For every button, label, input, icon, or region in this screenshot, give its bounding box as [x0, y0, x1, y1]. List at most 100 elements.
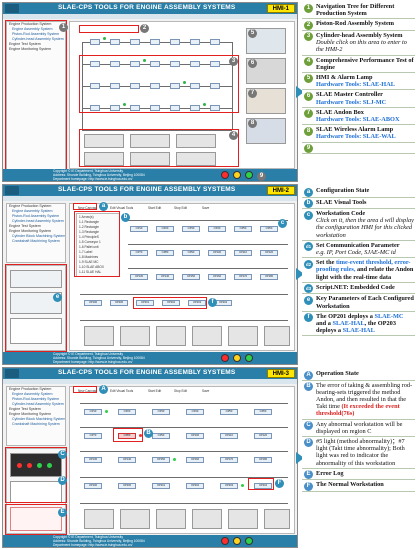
- station[interactable]: OP60: [254, 409, 272, 415]
- tree-node[interactable]: Cylinder Block Machining System: [12, 417, 65, 421]
- station[interactable]: OP70: [84, 433, 102, 439]
- station[interactable]: OP190: [84, 483, 102, 489]
- toolbar-button[interactable]: Start Edit: [148, 389, 162, 393]
- tool-item[interactable]: 1-4 PrincipleS: [79, 235, 99, 239]
- tool-item[interactable]: 1-3 Rectangle: [79, 230, 99, 234]
- tool-item[interactable]: 1-10 SLAE ABOX: [79, 265, 104, 269]
- tool-item[interactable]: 1-9 SLAE MC: [79, 260, 99, 264]
- station[interactable]: OP180: [260, 274, 278, 280]
- station[interactable]: OP10: [130, 226, 148, 232]
- tool-item[interactable]: 1-11 SLAE HAL: [79, 270, 102, 274]
- station[interactable]: OP130: [130, 274, 148, 280]
- abnormal-station[interactable]: OP80: [118, 433, 136, 439]
- station[interactable]: OP190: [84, 300, 102, 306]
- tree-node[interactable]: Engine Test System: [9, 224, 41, 228]
- station[interactable]: OP160: [186, 457, 204, 463]
- tree-node[interactable]: Piston-Rod Assembly System: [12, 214, 60, 218]
- tree-node[interactable]: Engine Monitoring System: [9, 47, 51, 51]
- station[interactable]: OP130: [84, 457, 102, 463]
- tool-item[interactable]: 1-5 Conveyor 1: [79, 240, 101, 244]
- station[interactable]: OP80: [156, 250, 174, 256]
- station[interactable]: OP110: [234, 250, 252, 256]
- tree-node[interactable]: Engine Monitoring System: [9, 412, 51, 416]
- station[interactable]: OP90: [152, 433, 170, 439]
- station[interactable]: OP40: [208, 226, 226, 232]
- station[interactable]: OP120: [260, 250, 278, 256]
- station[interactable]: OP140: [156, 274, 174, 280]
- tree-node[interactable]: Engine Test System: [9, 407, 41, 411]
- marker-9: 9: [257, 172, 266, 181]
- station[interactable]: OP70: [130, 250, 148, 256]
- station[interactable]: OP180: [254, 457, 272, 463]
- configuration-panel[interactable]: [6, 265, 66, 351]
- station[interactable]: OP150: [152, 457, 170, 463]
- tree-node[interactable]: Engine Assembly System: [12, 209, 53, 213]
- station[interactable]: OP202: [162, 300, 180, 306]
- station[interactable]: OP20: [118, 409, 136, 415]
- station[interactable]: OP50: [234, 226, 252, 232]
- station[interactable]: OP110: [220, 433, 238, 439]
- tree-node[interactable]: Engine Test System: [9, 42, 41, 46]
- station[interactable]: OP50: [220, 409, 238, 415]
- station[interactable]: OP30: [182, 226, 200, 232]
- station[interactable]: OP20: [156, 226, 174, 232]
- tree-node[interactable]: Cylinder Block Machining System: [12, 234, 65, 238]
- tool-item[interactable]: 1-8 Machines: [79, 255, 99, 259]
- toolbar-button[interactable]: Save: [202, 206, 210, 210]
- station-op201[interactable]: OP201: [136, 300, 154, 306]
- tree-node[interactable]: Engine Production System: [9, 22, 52, 26]
- station[interactable]: OP201: [152, 483, 170, 489]
- toolbar-button[interactable]: Stop Edit: [174, 389, 187, 393]
- station[interactable]: OP100: [208, 250, 226, 256]
- tool-item[interactable]: 1-2 Rectangle: [79, 225, 99, 229]
- tree-node[interactable]: Engine Production System: [9, 387, 52, 391]
- tree-node[interactable]: Cylinder-head Assembly System: [12, 402, 64, 406]
- visual-tools-list[interactable]: 1 Arrow(s) 1-1 Rectangle 1-2 Rectangle 1…: [76, 213, 120, 277]
- station-op203[interactable]: OP203: [188, 300, 206, 306]
- station[interactable]: OP160: [208, 274, 226, 280]
- tree-node[interactable]: Piston-Rod Assembly System: [12, 32, 60, 36]
- tree-node[interactable]: Piston-Rod Assembly System: [12, 397, 60, 401]
- station[interactable]: OP200: [118, 483, 136, 489]
- tree-node[interactable]: Engine Assembly System: [12, 392, 53, 396]
- station[interactable]: OP202: [186, 483, 204, 489]
- toolbar-button[interactable]: Stop Edit: [174, 206, 187, 210]
- toolbar-button[interactable]: Start Edit: [148, 206, 162, 210]
- tool-item[interactable]: 1 Arrow(s): [79, 215, 94, 219]
- tool-item[interactable]: 1-7 Label: [79, 250, 93, 254]
- station[interactable]: OP90: [182, 250, 200, 256]
- tool-item[interactable]: 1-6 Pallet unit: [79, 245, 99, 249]
- station[interactable]: OP170: [234, 274, 252, 280]
- station[interactable]: OP204: [254, 483, 272, 489]
- station[interactable]: OP203: [220, 483, 238, 489]
- tree-node[interactable]: Engine Production System: [9, 204, 52, 208]
- tool-item[interactable]: 1-1 Rectangle: [79, 220, 99, 224]
- tree-node[interactable]: Crankshaft Machining System: [12, 239, 60, 243]
- tree-node[interactable]: Cylinder-head Assembly System: [12, 37, 64, 41]
- station[interactable]: OP170: [220, 457, 238, 463]
- station[interactable]: OP10: [84, 409, 102, 415]
- toolbar-button[interactable]: Edit Visual Tools: [110, 389, 134, 393]
- toolbar-button[interactable]: New Canvas: [78, 389, 97, 393]
- station[interactable]: OP200: [110, 300, 128, 306]
- station[interactable]: OP140: [118, 457, 136, 463]
- toolbar-button[interactable]: New Canvas: [78, 206, 97, 210]
- toolbar-button[interactable]: Save: [202, 389, 210, 393]
- tree-node[interactable]: Engine Assembly System: [12, 27, 53, 31]
- station[interactable]: OP30: [152, 409, 170, 415]
- tree-node[interactable]: Engine Monitoring System: [9, 229, 51, 233]
- toolbar-button[interactable]: Edit Visual Tools: [110, 206, 134, 210]
- navigation-tree[interactable]: Engine Production System Engine Assembly…: [6, 21, 66, 171]
- navigation-tree[interactable]: Engine Production System Engine Assembly…: [6, 386, 66, 446]
- station[interactable]: OP150: [182, 274, 200, 280]
- station[interactable]: OP100: [186, 433, 204, 439]
- navigation-tree[interactable]: Engine Production System Engine Assembly…: [6, 203, 66, 263]
- tree-node[interactable]: Crankshaft Machining System: [12, 422, 60, 426]
- station[interactable]: OP40: [186, 409, 204, 415]
- tree-node[interactable]: Cylinder-head Assembly System: [12, 219, 64, 223]
- abnormal-workstation-panel: [6, 448, 66, 534]
- station[interactable]: OP60: [260, 226, 278, 232]
- station[interactable]: OP120: [254, 433, 272, 439]
